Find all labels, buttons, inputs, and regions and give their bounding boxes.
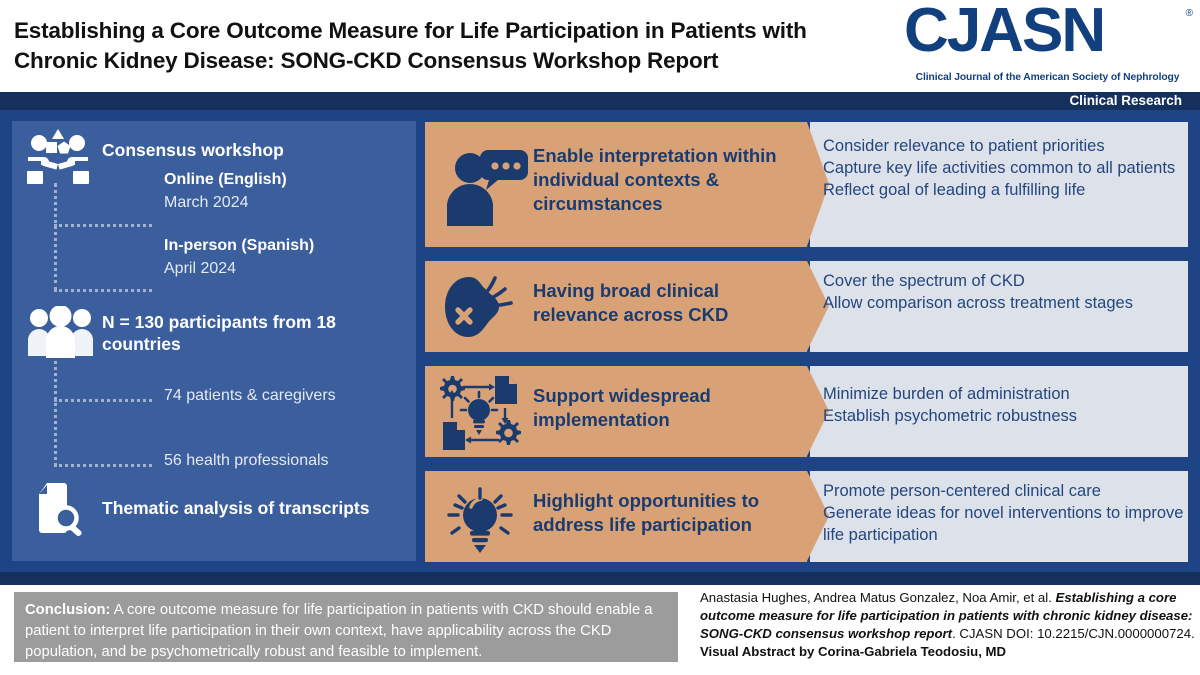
finding-row-1: Enable interpretation within individual …: [425, 122, 1188, 247]
connector-branch-inperson: [54, 289, 152, 292]
finding-bullet-list-3: Minimize burden of administration Establ…: [823, 384, 1183, 428]
connector-branch-professionals: [54, 464, 152, 467]
section-label: Clinical Research: [1069, 93, 1182, 108]
body-bottom-bar: [0, 572, 1200, 585]
registered-trademark-icon: ®: [1185, 8, 1193, 19]
finding-row-3: Support widespread implementation Minimi…: [425, 366, 1188, 457]
finding-heading-3: Support widespread implementation: [533, 385, 711, 431]
finding-arrow-tip-2: [807, 261, 829, 351]
gears-documents-lightbulb-icon: [437, 374, 523, 452]
finding-bullets-panel-4: [810, 471, 1188, 562]
finding-arrow-tip-1: [807, 122, 829, 246]
connector-branch-patients: [54, 399, 152, 402]
methods-panel: Consensus workshop Online (English) Marc…: [12, 121, 416, 561]
visual-abstract-credit: Visual Abstract by Corina-Gabriela Teodo…: [700, 644, 1007, 660]
citation-block: Anastasia Hughes, Andrea Matus Gonzalez,…: [700, 589, 1195, 661]
finding-heading-4: Highlight opportunities to address life …: [533, 490, 760, 536]
methods-subitem-detail-inperson: April 2024: [164, 260, 237, 277]
methods-subitem-label-online: Online (English): [164, 171, 287, 188]
finding-row-2: Having broad clinical relevance across C…: [425, 261, 1188, 352]
citation-authors: Anastasia Hughes, Andrea Matus Gonzalez,…: [700, 590, 1056, 605]
finding-arrow-tip-3: [807, 366, 829, 456]
connector-branch-online: [54, 224, 152, 227]
cjasn-logo-subtitle: Clinical Journal of the American Society…: [915, 72, 1180, 83]
page-title: Establishing a Core Outcome Measure for …: [14, 18, 807, 73]
bullet-item: Generate ideas for novel interventions t…: [823, 503, 1184, 544]
methods-item-label-workshop: Consensus workshop: [102, 140, 284, 160]
bullet-item: Establish psychometric robustness: [823, 406, 1078, 425]
bullet-item: Allow comparison across treatment stages: [823, 293, 1133, 312]
finding-bullet-list-1: Consider relevance to patient priorities…: [823, 136, 1183, 202]
page-header: Establishing a Core Outcome Measure for …: [0, 0, 1200, 92]
cjasn-logo: CJASN ® Clinical Journal of the American…: [900, 0, 1195, 92]
person-speech-bubble-icon: [443, 144, 529, 226]
finding-heading-1: Enable interpretation within individual …: [533, 145, 777, 215]
document-search-icon: [32, 481, 90, 539]
bullet-item: Cover the spectrum of CKD: [823, 272, 1025, 290]
finding-bullet-list-4: Promote person-centered clinical care Ge…: [823, 481, 1200, 547]
finding-heading-2: Having broad clinical relevance across C…: [533, 280, 729, 326]
finding-bullets-panel-3: [810, 366, 1188, 457]
bullet-item: Reflect goal of leading a fulfilling lif…: [823, 180, 1086, 199]
methods-subitem-detail-professionals: 56 health professionals: [164, 452, 329, 469]
finding-row-4: Highlight opportunities to address life …: [425, 471, 1188, 562]
bullet-item: Capture key life activities common to al…: [823, 158, 1176, 177]
participants-group-icon: [26, 305, 96, 358]
methods-subitem-label-inperson: In-person (Spanish): [164, 237, 315, 254]
bullet-item: Consider relevance to patient priorities: [823, 137, 1105, 155]
finding-bullet-list-2: Cover the spectrum of CKD Allow comparis…: [823, 271, 1183, 315]
cjasn-wordmark: CJASN: [904, 0, 1106, 65]
section-bar: [0, 92, 1200, 110]
conclusion-body: A core outcome measure for life particip…: [25, 602, 653, 660]
citation-title: Establishing a core outcome measure for …: [700, 590, 1193, 642]
kidney-cross-icon: [443, 275, 519, 339]
conclusion-text: Conclusion: A core outcome measure for l…: [25, 600, 670, 663]
lightbulb-idea-icon: [441, 481, 519, 555]
methods-subitem-detail-online: March 2024: [164, 194, 249, 211]
connector-line-participants: [54, 361, 57, 466]
methods-subitem-detail-patients: 74 patients & caregivers: [164, 387, 336, 404]
connector-line-workshop: [54, 183, 57, 291]
conclusion-box: Conclusion: A core outcome measure for l…: [14, 592, 678, 662]
citation-doi: . CJASN DOI: 10.2215/CJN.0000000724.: [952, 626, 1195, 642]
methods-item-label-participants: N = 130 participants from 18 countries: [102, 312, 336, 355]
conclusion-label: Conclusion:: [25, 602, 111, 618]
finding-bullets-panel-1: [810, 122, 1188, 247]
workshop-people-table-icon: [24, 129, 92, 187]
bullet-item: Minimize burden of administration: [823, 385, 1070, 403]
methods-item-label-analysis: Thematic analysis of transcripts: [102, 498, 370, 518]
bullet-item: Promote person-centered clinical care: [823, 482, 1101, 500]
finding-bullets-panel-2: [810, 261, 1188, 352]
finding-arrow-tip-4: [807, 471, 829, 561]
